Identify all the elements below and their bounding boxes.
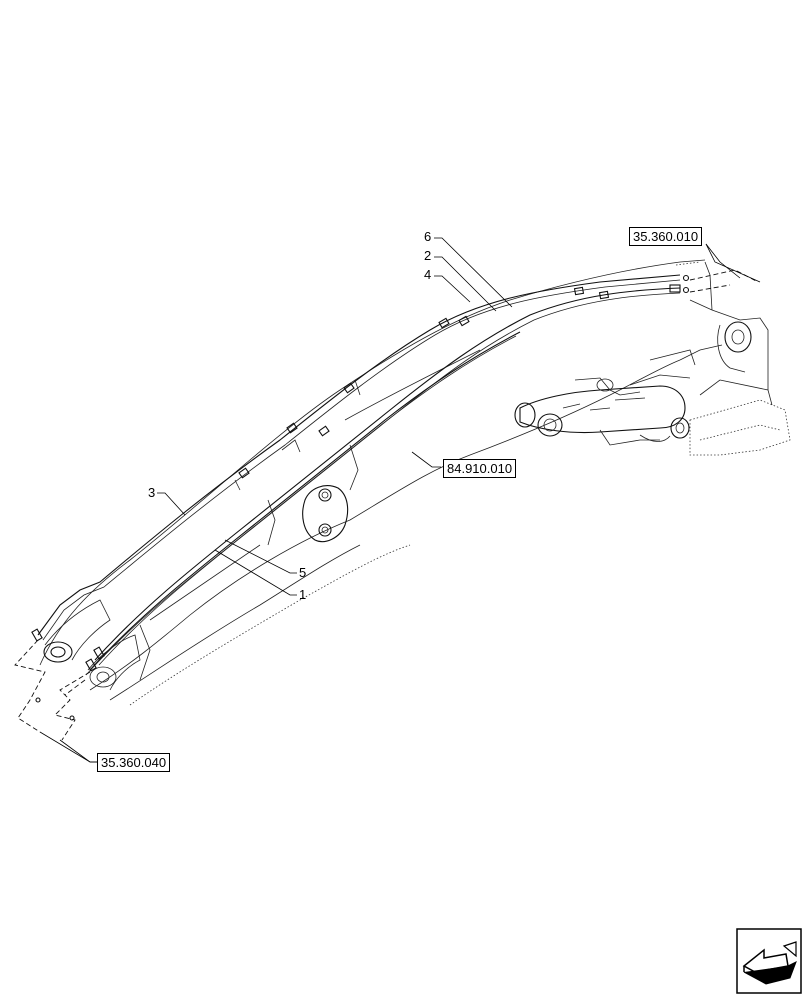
callout-2: 2 (424, 248, 432, 263)
callout-5: 5 (299, 565, 307, 580)
callout-4: 4 (424, 267, 432, 282)
callout-1: 1 (299, 587, 307, 602)
back-arrow-icon-graphic (736, 928, 802, 994)
callout-3: 3 (148, 485, 156, 500)
reference-84-910-010[interactable]: 84.910.010 (443, 459, 517, 478)
reference-35-360-040[interactable]: 35.360.040 (97, 753, 171, 772)
hydraulic-lines (31, 274, 690, 676)
callout-6: 6 (424, 229, 432, 244)
boom-structure (39, 259, 791, 706)
back-arrow-icon[interactable] (736, 928, 802, 994)
leader-lines (39, 237, 761, 763)
reference-35-360-010[interactable]: 35.360.010 (629, 227, 703, 246)
continuation-lines (14, 269, 759, 741)
